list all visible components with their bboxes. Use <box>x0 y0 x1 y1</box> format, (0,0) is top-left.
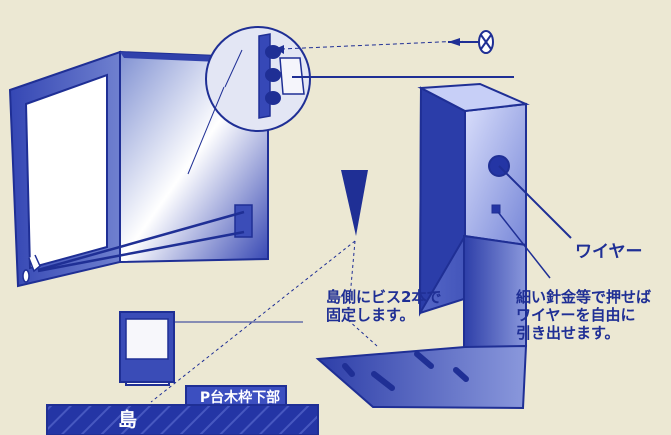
bracket-slots <box>342 351 469 391</box>
release-slot <box>491 204 501 214</box>
pin-tip <box>448 38 460 46</box>
screw-detail <box>150 170 378 403</box>
screw-body <box>341 170 368 236</box>
wire-callout-line <box>498 165 572 239</box>
door-wire-line-b <box>37 230 245 273</box>
door-wire-line-a <box>37 210 245 272</box>
door-hinge-hook <box>28 254 41 273</box>
p-frame-bottom-label: P台木枠下部 <box>199 390 281 406</box>
dashed-arrowhead <box>275 45 284 54</box>
box-bracket-base <box>315 344 528 410</box>
pin-head-mark-b <box>480 34 492 50</box>
screw-fixing-note: 島側にビス2本で 固定します。 <box>326 288 442 324</box>
zoom-pointer-a <box>224 49 243 88</box>
screw-guide-b <box>150 240 356 403</box>
door-assembly <box>8 50 269 288</box>
wire-label: ワイヤー <box>575 242 643 262</box>
door-window <box>24 73 108 270</box>
island-base <box>46 404 319 435</box>
wire-release-note: 細い針金等で押せば ワイヤーを自由に 引き出せます。 <box>516 288 652 342</box>
screw-guide-c <box>347 319 378 347</box>
wall-box <box>315 82 572 410</box>
plate-hole-2 <box>265 68 281 82</box>
door-hinge-ring <box>22 269 30 283</box>
mount-stack <box>46 311 319 435</box>
screw-guide-a <box>347 240 356 321</box>
pull-callout-line <box>497 211 551 279</box>
mount-card-window <box>125 318 169 360</box>
island-label: 島 <box>118 409 138 431</box>
zoom-pointer-b <box>187 86 225 175</box>
zoom-detail <box>187 26 514 175</box>
zoom-dashed-guide <box>280 40 464 50</box>
box-top-face <box>417 82 530 113</box>
plate-hole-1 <box>265 45 281 59</box>
plate-hole-3 <box>265 91 281 105</box>
pin-detail <box>448 30 494 54</box>
